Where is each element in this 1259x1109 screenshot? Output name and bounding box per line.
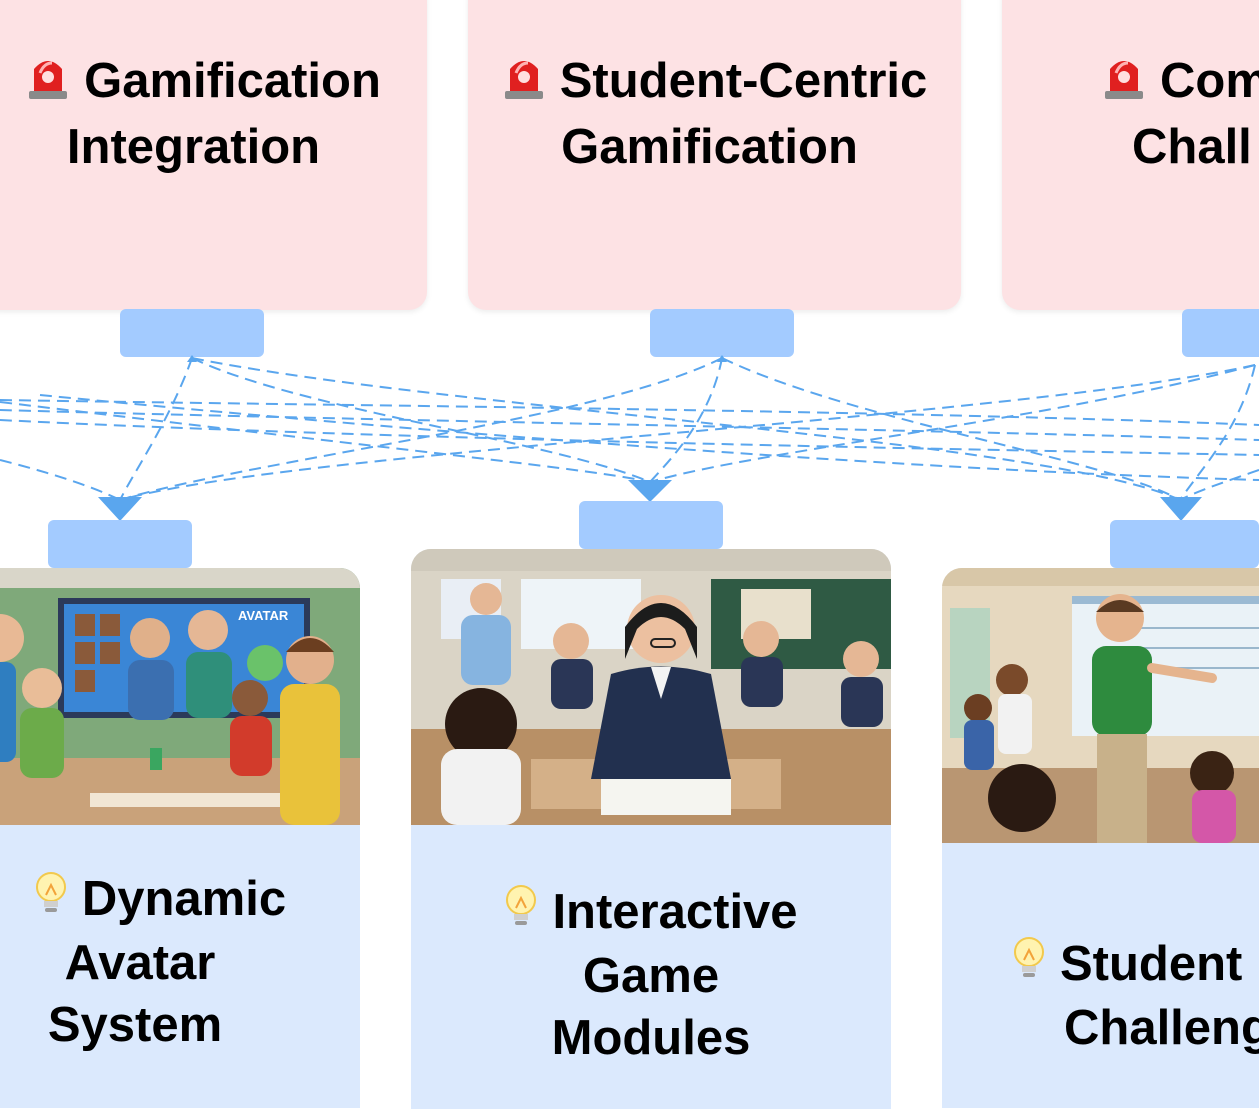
idea-title-line: System <box>47 998 223 1052</box>
problem-title-line1: Com <box>1160 54 1259 108</box>
idea-title-line: Avatar <box>64 936 216 990</box>
edge <box>0 409 1259 441</box>
edge <box>119 364 1256 501</box>
classroom-illustration-avatar: AVATAR <box>0 568 360 825</box>
problem-connector-1[interactable] <box>120 309 264 357</box>
problem-card-student-centric: Student-Centric Gamification <box>468 0 961 310</box>
idea-card-student-challenge: Student Challeng <box>942 568 1259 1108</box>
idea-title: Dynamic Avatar System <box>0 868 320 1056</box>
problem-title: Com Chall <box>1102 50 1259 178</box>
edge <box>649 364 1256 483</box>
idea-title-line: Dynamic <box>81 872 287 926</box>
arrowhead <box>187 355 197 362</box>
problem-title-line1: Student-Centric <box>559 54 928 108</box>
problem-title-line2: Integration <box>66 120 321 174</box>
idea-title: Student Challeng <box>1012 933 1259 1059</box>
arrowhead <box>717 355 727 362</box>
idea-title-line: Modules <box>551 1011 751 1065</box>
problem-card-com-chall: Com Chall <box>1002 0 1259 310</box>
idea-title-line: Challeng <box>1064 1001 1259 1055</box>
problem-connector-2[interactable] <box>650 309 794 357</box>
idea-title-line: Student <box>1060 937 1243 991</box>
idea-title-line: Interactive <box>552 885 798 939</box>
edge <box>191 357 1181 501</box>
problem-title: Student-Centric Gamification <box>468 50 961 178</box>
edge <box>649 357 723 483</box>
edge <box>0 459 121 501</box>
problem-title-line2: Gamification <box>561 120 858 174</box>
edge <box>0 399 1259 426</box>
problem-title-line2: Chall <box>1132 120 1252 174</box>
lightbulb-icon <box>34 870 68 932</box>
screen-label: AVATAR <box>238 608 289 623</box>
edge <box>191 357 651 483</box>
edge <box>119 357 723 501</box>
edge <box>1179 364 1256 501</box>
idea-connector-3[interactable] <box>1110 520 1259 568</box>
idea-card-dynamic-avatar: AVATAR Dynamic Avatar System <box>0 568 360 1108</box>
problem-card-gamification-integration: Gamification Integration <box>0 0 427 310</box>
idea-title-line: Game <box>582 949 720 1003</box>
problem-title-line1: Gamification <box>84 54 381 108</box>
edge <box>721 357 1181 501</box>
edge <box>119 357 193 501</box>
siren-icon <box>26 51 70 116</box>
idea-connector-1[interactable] <box>48 520 192 568</box>
arrowhead <box>628 480 672 502</box>
lightbulb-icon <box>1012 935 1046 997</box>
classroom-illustration-students <box>411 549 891 825</box>
arrowhead <box>98 497 142 521</box>
edge <box>0 401 651 483</box>
edge <box>0 419 1259 456</box>
siren-icon <box>1102 51 1146 116</box>
problem-title: Gamification Integration <box>0 50 427 178</box>
idea-title: Interactive Game Modules <box>451 881 851 1069</box>
lightbulb-icon <box>504 883 538 945</box>
siren-icon <box>502 51 546 116</box>
classroom-illustration-teacher <box>942 568 1259 843</box>
idea-card-interactive-game: Interactive Game Modules <box>411 549 891 1109</box>
arrowhead <box>1160 497 1202 521</box>
problem-connector-3[interactable] <box>1182 309 1259 357</box>
idea-connector-2[interactable] <box>579 501 723 549</box>
edge <box>39 394 1259 481</box>
